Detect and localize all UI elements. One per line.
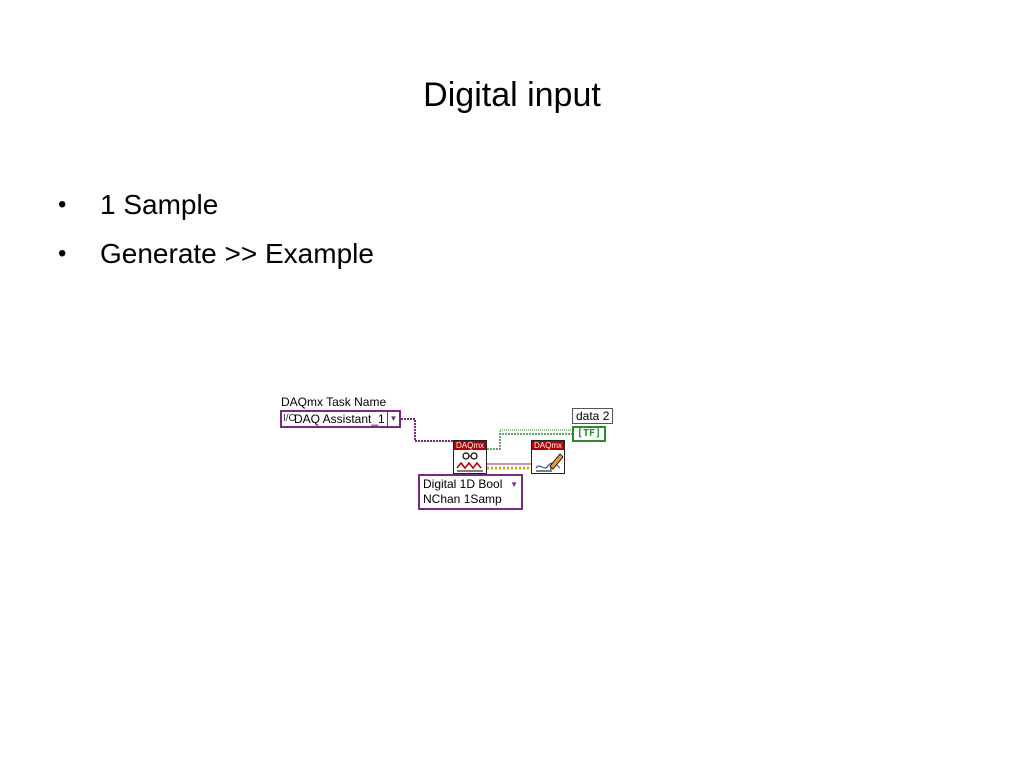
bullet-text: Generate >> Example	[100, 238, 374, 269]
boolean-wire	[487, 433, 572, 450]
daq-task-constant[interactable]: I/O DAQ Assistant_1 ▼	[280, 410, 401, 428]
data-indicator-label: data 2	[572, 408, 614, 424]
bullet-text: 1 Sample	[100, 189, 219, 220]
io-glyph-icon: I/O	[283, 413, 297, 424]
polymorphic-selector[interactable]: Digital 1D Bool NChan 1Samp ▼	[418, 474, 523, 510]
labview-block-diagram: DAQmx Task Name I/O DAQ Assistant_1 ▼ da…	[278, 394, 618, 514]
vi-header: DAQmx	[454, 441, 486, 450]
bullet-item-1-sample: • 1 Sample	[58, 186, 374, 235]
wire-layer	[401, 418, 572, 474]
task-constant-value: DAQ Assistant_1	[294, 412, 385, 426]
selector-line-1: Digital 1D Bool	[423, 477, 503, 491]
daqmx-clear-vi[interactable]: DAQmx	[531, 440, 565, 474]
read-glasses-icon	[456, 452, 483, 472]
bullet-list: • 1 Sample • Generate >> Example	[58, 186, 374, 284]
boolean-array-indicator[interactable]: [TF]	[572, 426, 606, 442]
selector-line-2: NChan 1Samp	[423, 492, 502, 506]
bullet-item-generate-example: • Generate >> Example	[58, 235, 374, 284]
bullet-dot-icon: •	[58, 240, 67, 267]
dropdown-arrow-icon[interactable]: ▼	[387, 412, 399, 426]
daqmx-read-vi[interactable]: DAQmx	[453, 440, 487, 474]
bullet-dot-icon: •	[58, 191, 67, 218]
boolean-wire-2	[499, 429, 572, 434]
clear-eraser-icon	[535, 453, 564, 472]
vi-header: DAQmx	[532, 441, 564, 450]
task-wire	[401, 418, 454, 442]
task-name-label: DAQmx Task Name	[281, 395, 387, 409]
slide-title: Digital input	[423, 76, 601, 114]
dropdown-arrow-icon[interactable]: ▼	[510, 480, 518, 489]
